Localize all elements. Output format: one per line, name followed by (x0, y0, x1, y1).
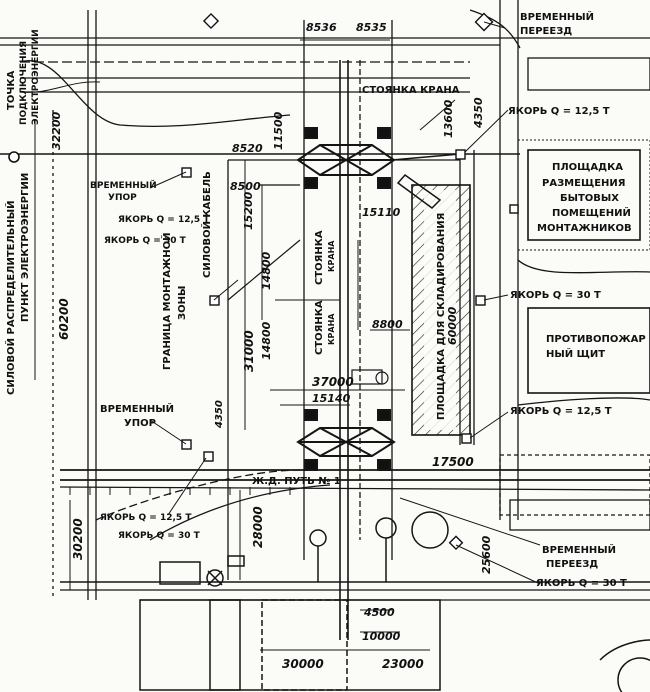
stop-top-1: ВРЕМЕННЫЙ (90, 179, 157, 191)
dim-8520: 8520 (232, 142, 263, 155)
storage-label-bg (424, 190, 456, 430)
dim-60000: 60000 (446, 306, 459, 345)
punkt-label-2: ПУНКТ ЭЛЕКТРОЭНЕРГИИ (20, 173, 31, 322)
storage-label: ПЛОЩАДКА ДЛЯ СКЛАДИРОВАНИЯ (436, 213, 447, 420)
crossing-low-2: ПЕРЕЕЗД (546, 559, 598, 570)
dim-4350b: 4350 (214, 400, 225, 429)
dim-25600: 25600 (480, 535, 493, 574)
road-top-right (469, 9, 521, 49)
dim-4500: 4500 (363, 606, 395, 619)
bottom-equipment (139, 511, 650, 692)
dim-15110: 15110 (362, 206, 401, 219)
stop-top-2: УПОР (108, 193, 137, 203)
zone-boundary-1: ГРАНИЦА МОНТАЖНОЙ (160, 232, 173, 370)
leader-lines (149, 21, 541, 585)
dim-8535: 8535 (356, 21, 387, 34)
dim-11500: 11500 (272, 111, 285, 150)
dim-32200: 32200 (50, 111, 63, 150)
domestic-label-1: ПЛОЩАДКА (552, 162, 623, 173)
domestic-label-5: МОНТАЖНИКОВ (537, 223, 632, 234)
dim-4350: 4350 (472, 97, 485, 129)
crane-boom (391, 153, 461, 209)
anchor-30-left: ЯКОРЬ Q = 30 Т (104, 236, 187, 246)
dim-37000: 37000 (312, 375, 354, 389)
dim-14800b: 14800 (260, 321, 273, 360)
dim-30000: 30000 (282, 657, 324, 671)
crossing-top-1: ВРЕМЕННЫЙ (520, 10, 594, 23)
punkt-label-1: СИЛОВОЙ РАСПРЕДЕЛИТЕЛЬНЫЙ (4, 200, 17, 395)
zone-boundary-2: ЗОНЫ (177, 286, 188, 320)
track-curve-2 (149, 484, 331, 541)
dim-28000: 28000 (251, 506, 265, 548)
dim-8536: 8536 (306, 21, 337, 34)
domestic-area-outer (517, 139, 650, 251)
dim-60200: 60200 (57, 298, 71, 340)
anchor-125-top: ЯКОРЬ Q = 12,5 Т (508, 106, 610, 117)
cable-top (19, 59, 291, 127)
anchor-30-bottom: ЯКОРЬ Q = 30 Т (118, 531, 201, 541)
lower-right-inner (509, 499, 650, 531)
crane-stop-mid-2: КРАНА (327, 240, 336, 272)
dimension-lines (34, 39, 480, 651)
lower-right-box (499, 454, 650, 516)
right-curve-2 (517, 397, 650, 406)
crane-stop-top: СТОЯНКА КРАНА (362, 85, 460, 96)
fire-label-1: ПРОТИВОПОЖАР (546, 334, 646, 345)
dim-8500: 8500 (230, 180, 261, 193)
dim-15140: 15140 (312, 392, 351, 405)
dim-30200: 30200 (71, 518, 85, 560)
anchor-30-right: ЯКОРЬ Q = 30 Т (510, 290, 601, 301)
dim-10000: 10000 (362, 630, 401, 643)
domestic-label-4: ПОМЕЩЕНИЙ (552, 206, 631, 219)
top-right-box (527, 57, 650, 91)
power-cable-label: СИЛОВОЙ КАБЕЛЬ (200, 171, 213, 278)
connection-point (8, 151, 20, 163)
dim-13600: 13600 (442, 99, 455, 138)
domestic-area-box (527, 149, 641, 241)
dim-17500: 17500 (432, 455, 474, 469)
crane-stop-low-1: СТОЯНКА (314, 300, 325, 355)
stop-low-2: УПОР (124, 418, 156, 429)
crane-stop-low-2: КРАНА (327, 313, 336, 345)
anchor-125-left: ЯКОРЬ Q = 12,5 Т (118, 215, 210, 225)
stop-low-1: ВРЕМЕННЫЙ (100, 402, 174, 415)
crossing-top-2: ПЕРЕЕЗД (520, 26, 572, 37)
crane-bottom (296, 409, 396, 471)
cable-top-2 (19, 81, 101, 93)
crane-top (296, 127, 396, 189)
anchor-125-bottom: ЯКОРЬ Q = 12,5 Т (100, 513, 192, 523)
cable-route (227, 184, 389, 385)
crossing-low-1: ВРЕМЕННЫЙ (542, 543, 616, 556)
anchor-125-right: ЯКОРЬ Q = 12,5 Т (510, 406, 612, 417)
dim-23000: 23000 (382, 657, 424, 671)
tochka-label-2: ПОДКЛЮЧЕНИЯ (19, 41, 29, 125)
fire-shield-box (527, 307, 650, 394)
dim-14800a: 14800 (260, 251, 273, 290)
track-curve (95, 469, 301, 521)
right-curve-1 (517, 259, 650, 274)
crane-stop-mid-1: СТОЯНКА (314, 230, 325, 285)
dim-31000: 31000 (242, 330, 256, 372)
rail-label: Ж.Д. ПУТЬ № 1 (252, 476, 341, 487)
fire-label-2: НЫЙ ЩИТ (546, 347, 605, 360)
anchor-30-bottom-right: ЯКОРЬ Q = 30 Т (536, 578, 627, 589)
tochka-label-3: ЭЛЕКТРОЭНЕРГИИ (31, 29, 41, 125)
grid-lines (0, 0, 650, 640)
domestic-label-2: РАЗМЕЩЕНИЯ (542, 178, 625, 189)
dim-8800: 8800 (372, 318, 403, 331)
domestic-label-3: БЫТОВЫХ (560, 193, 619, 204)
tochka-label-1: ТОЧКА (6, 70, 17, 110)
dim-15200: 15200 (242, 191, 255, 230)
